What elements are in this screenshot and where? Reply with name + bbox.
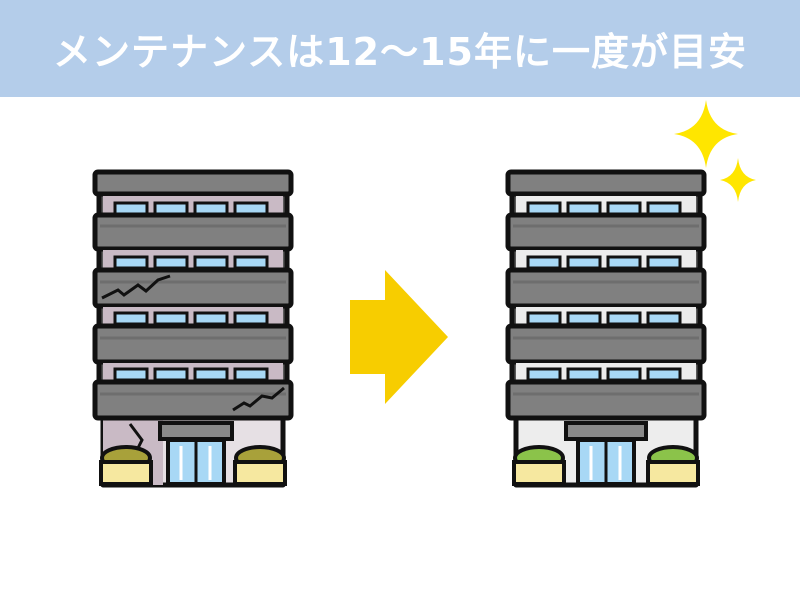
planter-left [512,445,566,486]
crack-mark [101,274,171,300]
renovated-building [505,169,707,488]
old-building [92,169,294,488]
sparkle-icon [720,158,756,202]
crack-mark [232,386,285,412]
planter-left [99,445,153,486]
right-arrow-icon [350,270,448,404]
illustration [92,100,756,488]
header-banner: メンテナンスは12〜15年に一度が目安 [0,0,800,97]
planter-right [646,445,700,486]
sparkle-icon [674,100,738,168]
planter-right [233,445,287,486]
page-title: メンテナンスは12〜15年に一度が目安 [52,30,747,74]
